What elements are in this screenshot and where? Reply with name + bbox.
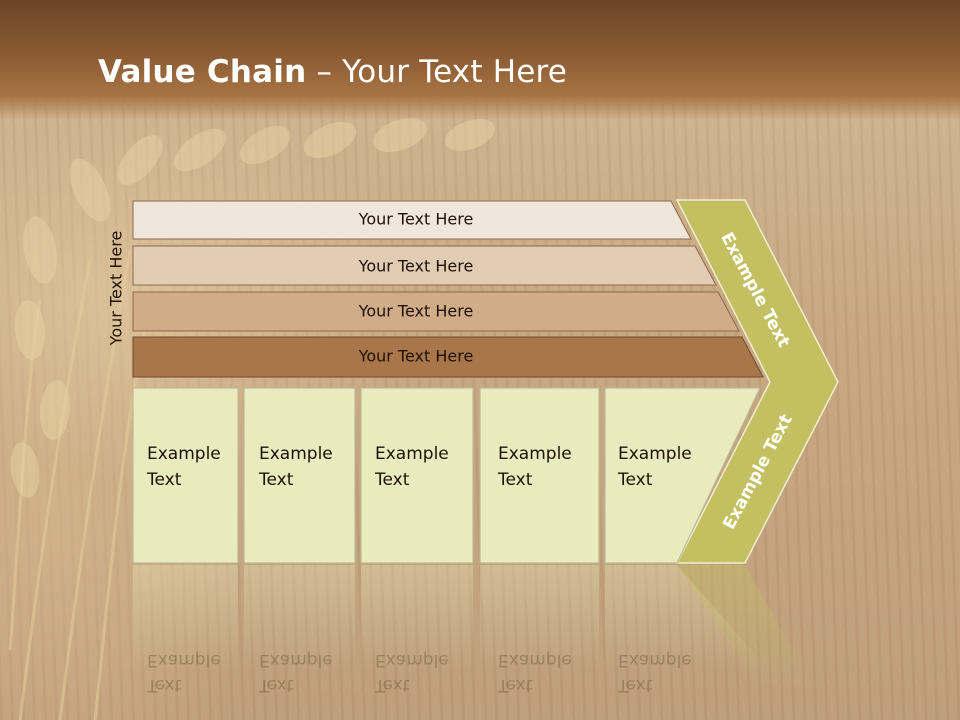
bar-3-shape — [132, 291, 740, 332]
bar-2[interactable]: Your Text Here — [132, 245, 717, 286]
activity-box-4-line2: Text — [497, 470, 533, 490]
activity-box-5-line2: Text — [617, 470, 653, 490]
bar-4-shape — [132, 336, 764, 378]
activity-box-2-line1: Example — [259, 444, 333, 464]
bar-2-label: Your Text Here — [358, 257, 474, 276]
reflection-text-1: Text — [146, 675, 182, 695]
slide-title-rest: – Your Text Here — [306, 54, 568, 90]
reflection-text-9: Text — [617, 675, 653, 695]
activity-box-3[interactable]: Example Text — [360, 387, 474, 564]
boxes-reflection: Text Example Text Example Text Example T… — [133, 565, 815, 695]
activity-box-4-line1: Example — [498, 444, 572, 464]
reflection-text-10: Example — [618, 650, 692, 670]
bar-4-label: Your Text Here — [358, 347, 474, 366]
slide-title: Value Chain – Your Text Here — [98, 54, 567, 90]
activity-box-5-line1: Example — [618, 444, 692, 464]
bar-3-label: Your Text Here — [358, 302, 474, 321]
reflection-text-8: Example — [498, 650, 572, 670]
bar-1-label: Your Text Here — [358, 210, 474, 229]
reflection-text-2: Example — [147, 650, 221, 670]
chevron-arrow[interactable] — [675, 199, 839, 564]
title-banner — [0, 0, 960, 120]
reflection-text-3: Text — [258, 675, 294, 695]
reflection-text-7: Text — [497, 675, 533, 695]
activity-box-1[interactable]: Example Text — [132, 387, 239, 564]
reflection-text-6: Example — [375, 650, 449, 670]
activity-box-3-line1: Example — [375, 444, 449, 464]
activity-box-2[interactable]: Example Text — [243, 387, 356, 564]
activity-box-4[interactable]: Example Text — [479, 387, 600, 564]
activity-box-1-line2: Text — [146, 470, 182, 490]
activity-box-3-line2: Text — [374, 470, 410, 490]
bar-1[interactable]: Your Text Here — [132, 200, 692, 240]
reflection-text-5: Text — [374, 675, 410, 695]
bar-3[interactable]: Your Text Here — [132, 291, 740, 332]
activity-box-1-line1: Example — [147, 444, 221, 464]
bar-1-shape — [132, 200, 692, 240]
bar-2-shape — [132, 245, 717, 286]
reflection-text-4: Example — [259, 650, 333, 670]
slide-title-bold: Value Chain — [98, 54, 307, 90]
activity-box-5[interactable]: Example Text — [604, 387, 761, 564]
bar-4[interactable]: Your Text Here — [132, 336, 764, 378]
activity-box-2-line2: Text — [258, 470, 294, 490]
